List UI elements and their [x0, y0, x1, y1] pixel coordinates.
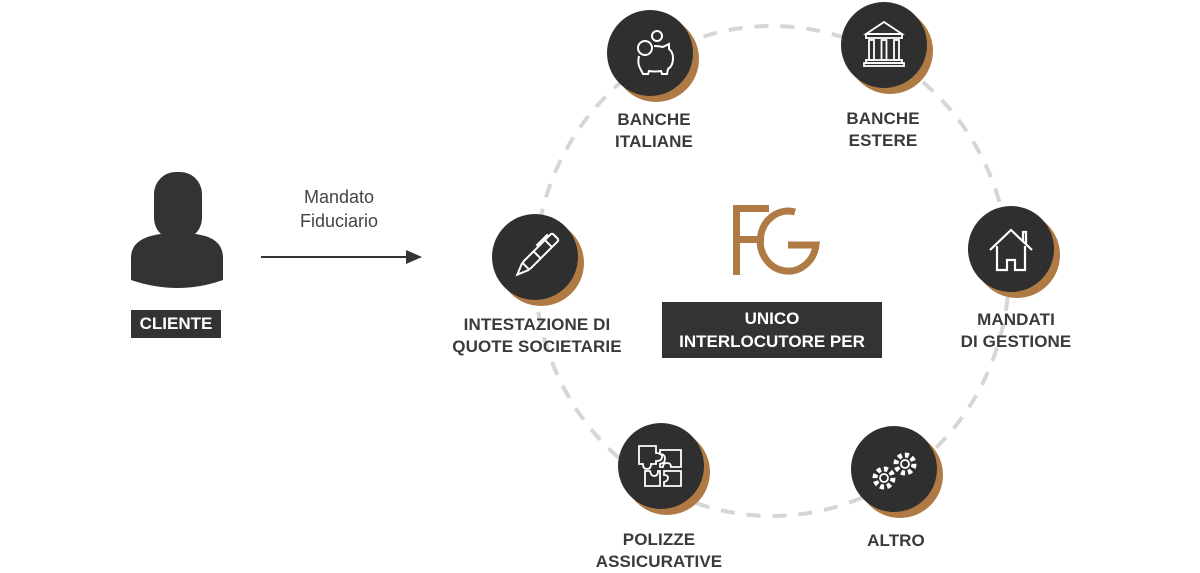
- client-block: CLIENTE: [125, 170, 230, 340]
- fg-logo-icon: [733, 205, 820, 275]
- client-label: CLIENTE: [131, 310, 221, 338]
- puzzle-icon: [638, 445, 682, 487]
- service-node-banche-estere[interactable]: [841, 2, 933, 94]
- piggy-bank-icon: [637, 30, 675, 75]
- house-icon: [989, 228, 1033, 272]
- arrow-caption-line2: Fiduciario: [299, 211, 379, 231]
- service-label-polizze-assicurative: POLIZZE ASSICURATIVE: [595, 530, 723, 571]
- service-node-altro[interactable]: [851, 426, 943, 518]
- service-label-banche-italiane: BANCHE ITALIANE: [615, 110, 693, 151]
- bank-building-icon: [863, 20, 905, 67]
- pen-icon: [515, 232, 560, 277]
- gears-icon: [872, 452, 917, 490]
- service-node-banche-italiane[interactable]: [607, 10, 699, 102]
- service-node-mandati-gestione[interactable]: [968, 206, 1060, 298]
- service-label-banche-estere: BANCHE ESTERE: [846, 109, 920, 150]
- user-silhouette-icon: [131, 172, 223, 288]
- center-banner: UNICO INTERLOCUTORE PER: [662, 302, 882, 358]
- service-label-mandati-gestione: MANDATI DI GESTIONE: [960, 310, 1072, 351]
- arrow-caption-line1: Mandato: [303, 187, 375, 207]
- service-node-polizze-assicurative[interactable]: [618, 423, 710, 515]
- center-banner-line2: INTERLOCUTORE PER: [679, 332, 865, 351]
- arrow-right-icon: [261, 250, 422, 264]
- service-label-altro: ALTRO: [867, 531, 925, 550]
- arrow-caption: Mandato Fiduciario: [300, 185, 378, 233]
- center-banner-line1: UNICO: [744, 309, 800, 328]
- service-label-intestazione-quote: INTESTAZIONE DI QUOTE SOCIETARIE: [452, 315, 622, 356]
- service-node-intestazione-quote[interactable]: [492, 214, 584, 306]
